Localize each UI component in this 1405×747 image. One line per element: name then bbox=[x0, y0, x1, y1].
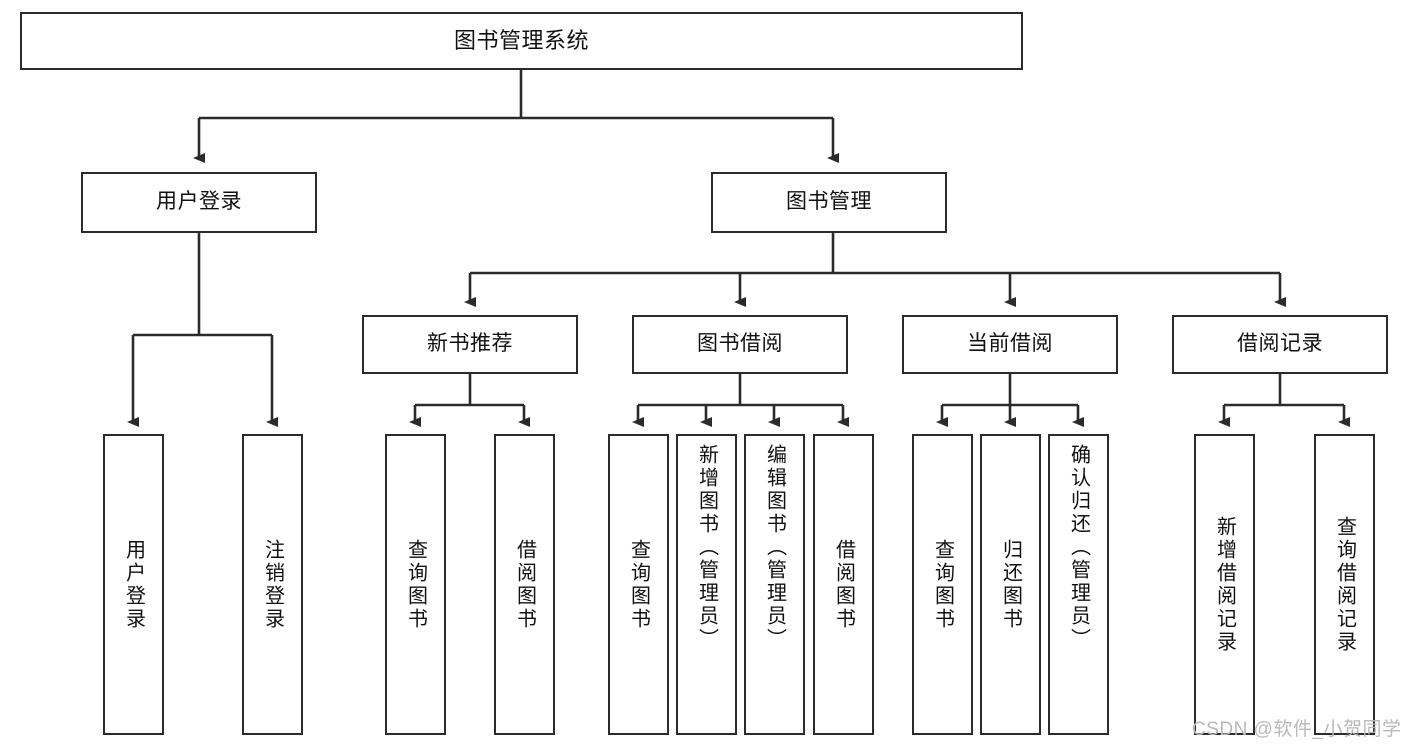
node-label: 当前借阅 bbox=[967, 332, 1053, 356]
node-label: 图书借阅 bbox=[697, 332, 783, 356]
node-label: 归还图书 bbox=[999, 538, 1022, 631]
csdn-watermark: CSDN @软件_小贺同学 bbox=[1192, 719, 1402, 740]
leaf-borrow-record-query-record[interactable]: 查询借阅记录 bbox=[1314, 434, 1375, 735]
node-label: 借阅记录 bbox=[1237, 332, 1323, 356]
node-user-login[interactable]: 用户登录 bbox=[81, 172, 317, 233]
leaf-borrow-record-add-record[interactable]: 新增借阅记录 bbox=[1194, 434, 1255, 735]
node-label: 查询图书 bbox=[931, 538, 954, 631]
leaf-book-borrow-query-book[interactable]: 查询图书 bbox=[608, 434, 669, 735]
node-book-borrow[interactable]: 图书借阅 bbox=[632, 315, 848, 374]
node-label: 确认归还（管理员） bbox=[1067, 444, 1090, 651]
leaf-new-book-borrow-book[interactable]: 借阅图书 bbox=[494, 434, 555, 735]
node-label: 借阅图书 bbox=[513, 538, 536, 631]
leaf-user-login-login[interactable]: 用户登录 bbox=[103, 434, 164, 735]
node-label: 用户登录 bbox=[156, 190, 242, 214]
leaf-current-borrow-query-book[interactable]: 查询图书 bbox=[912, 434, 973, 735]
leaf-book-borrow-add-book-admin[interactable]: 新增图书（管理员） bbox=[676, 434, 737, 735]
node-label: 图书管理 bbox=[786, 190, 872, 214]
node-borrow-record[interactable]: 借阅记录 bbox=[1172, 315, 1388, 374]
node-label: 新书推荐 bbox=[427, 332, 513, 356]
leaf-current-borrow-return-book[interactable]: 归还图书 bbox=[980, 434, 1041, 735]
node-label: 新增图书（管理员） bbox=[695, 444, 718, 651]
leaf-book-borrow-edit-book-admin[interactable]: 编辑图书（管理员） bbox=[744, 434, 805, 735]
leaf-new-book-query-book[interactable]: 查询图书 bbox=[385, 434, 446, 735]
node-label: 借阅图书 bbox=[832, 538, 855, 631]
node-book-management[interactable]: 图书管理 bbox=[711, 172, 947, 233]
node-label: 注销登录 bbox=[261, 538, 284, 631]
leaf-book-borrow-borrow-book[interactable]: 借阅图书 bbox=[813, 434, 874, 735]
leaf-current-borrow-confirm-return-admin[interactable]: 确认归还（管理员） bbox=[1048, 434, 1109, 735]
node-new-book-recommend[interactable]: 新书推荐 bbox=[362, 315, 578, 374]
node-label: 新增借阅记录 bbox=[1213, 515, 1236, 654]
node-label: 查询借阅记录 bbox=[1333, 515, 1356, 654]
node-root-book-management-system[interactable]: 图书管理系统 bbox=[20, 12, 1023, 70]
node-current-borrow[interactable]: 当前借阅 bbox=[902, 315, 1118, 374]
leaf-user-login-logout[interactable]: 注销登录 bbox=[242, 434, 303, 735]
node-label: 编辑图书（管理员） bbox=[763, 444, 786, 651]
node-label: 查询图书 bbox=[627, 538, 650, 631]
node-label: 图书管理系统 bbox=[453, 28, 589, 54]
node-label: 用户登录 bbox=[122, 538, 145, 631]
node-label: 查询图书 bbox=[404, 538, 427, 631]
